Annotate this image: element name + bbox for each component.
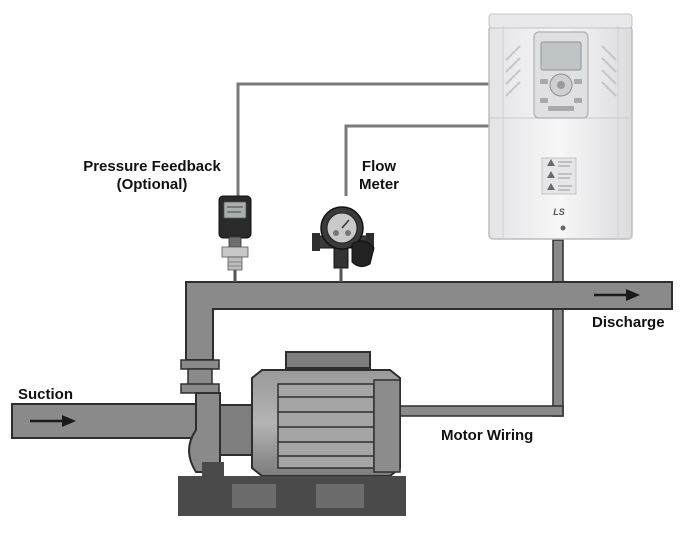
flow-text: Flow <box>361 158 397 175</box>
vent-slots <box>505 45 617 97</box>
suction-label: Suction <box>18 386 73 403</box>
pump-base <box>178 462 406 516</box>
discharge-arrow-icon <box>594 289 640 301</box>
optional-text: (Optional) <box>116 176 188 193</box>
meter-text: Meter <box>358 176 399 193</box>
motor-wiring-label: Motor Wiring <box>441 427 534 444</box>
motor-wiring-line <box>397 239 564 417</box>
pressure-signal-wire <box>236 82 490 196</box>
pressure-transmitter <box>218 195 252 271</box>
discharge-label: Discharge <box>592 314 665 331</box>
motor <box>251 351 401 477</box>
drive-keypad <box>533 31 589 119</box>
pressure-feedback-label: Pressure Feedback (Optional) <box>74 158 230 194</box>
warning-label <box>541 157 577 195</box>
flow-meter-label: Flow Meter <box>352 158 406 194</box>
pressure-feedback-text: Pressure Feedback <box>83 158 221 175</box>
flow-signal-wire <box>344 124 490 196</box>
drive-brand-logo: LS <box>553 207 565 217</box>
flow-meter <box>312 206 375 269</box>
variable-frequency-drive: LS <box>488 13 633 240</box>
suction-arrow-icon <box>30 415 76 427</box>
